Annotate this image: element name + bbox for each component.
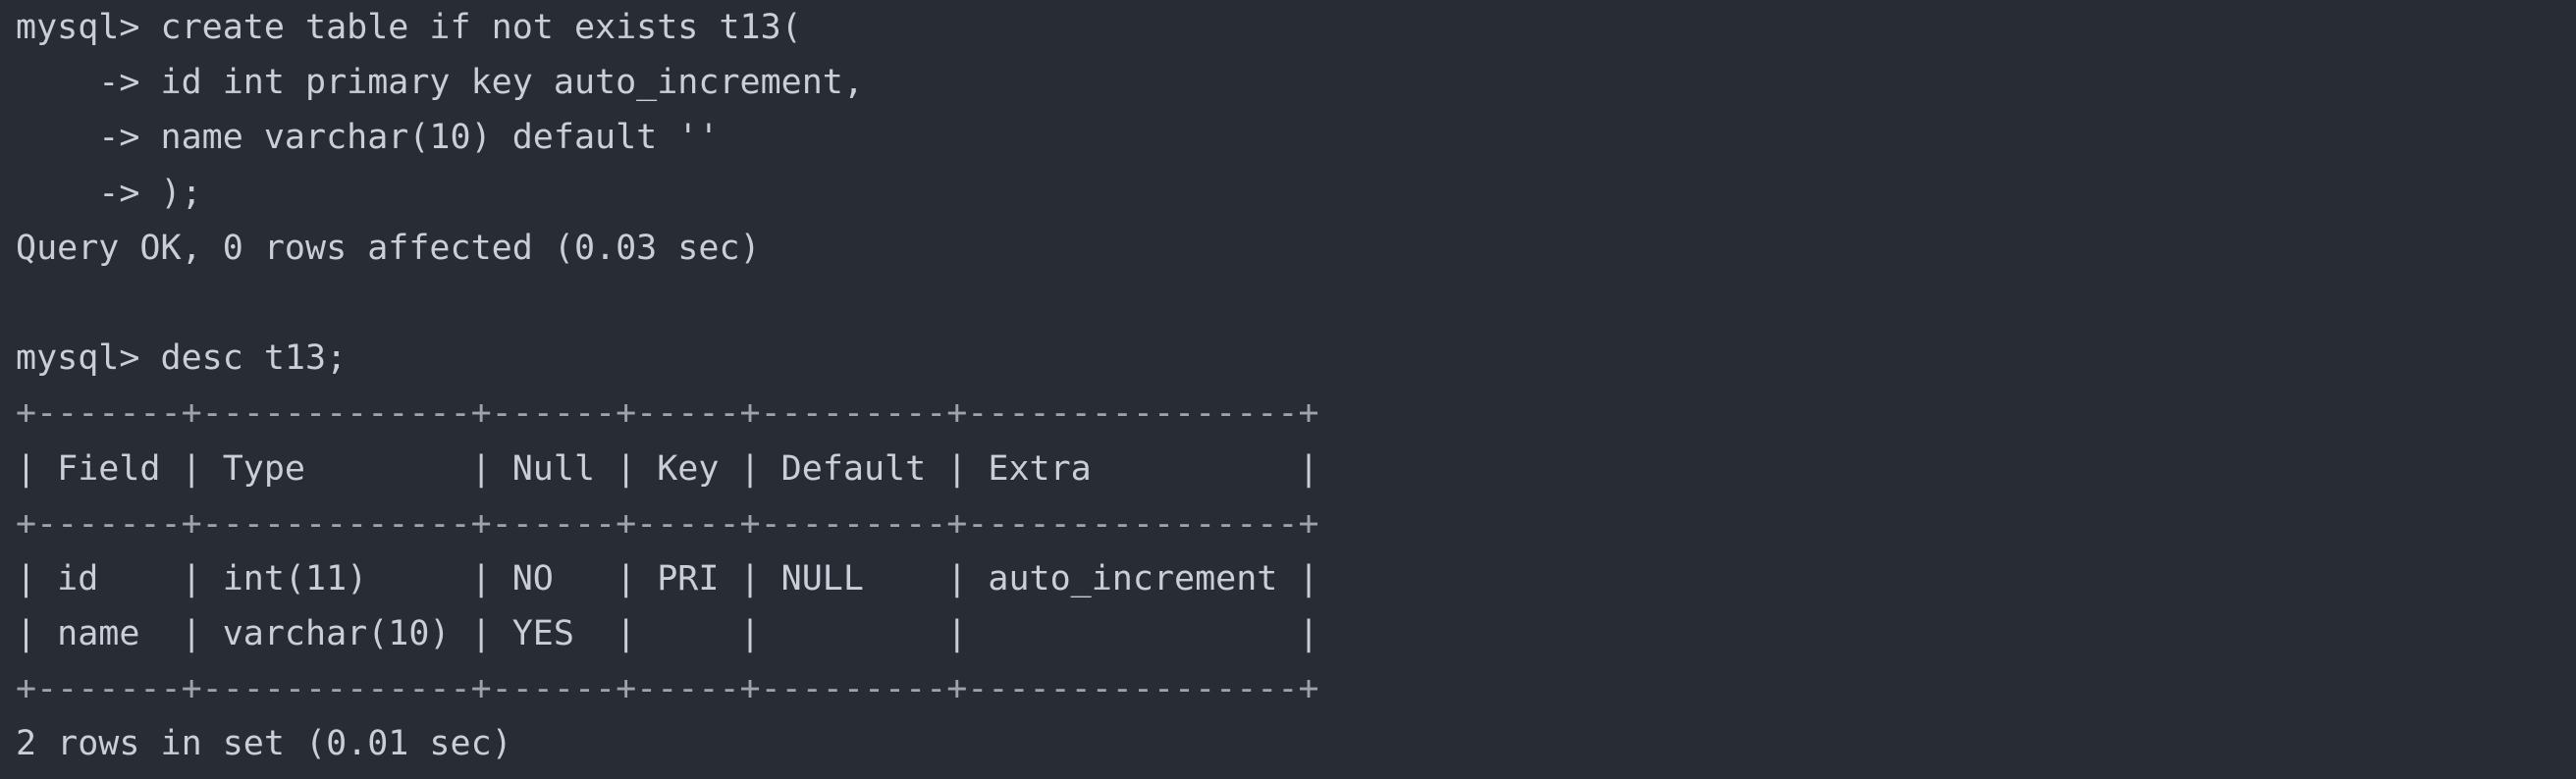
table-border-bottom: +-------+-------------+------+-----+----… xyxy=(16,669,1319,709)
terminal-output: mysql> create table if not exists t13( -… xyxy=(16,0,1319,772)
create-table-result: Query OK, 0 rows affected (0.03 sec) xyxy=(16,228,761,268)
create-table-continuation-2: -> name varchar(10) default '' xyxy=(16,118,720,158)
desc-command: mysql> desc t13; xyxy=(16,338,348,379)
table-row-id: | id | int(11) | NO | PRI | NULL | auto_… xyxy=(16,558,1319,598)
desc-result: 2 rows in set (0.01 sec) xyxy=(16,724,512,764)
table-row-name: | name | varchar(10) | YES | | | | xyxy=(16,614,1319,654)
table-border-top: +-------+-------------+------+-----+----… xyxy=(16,393,1319,434)
create-table-continuation-1: -> id int primary key auto_increment, xyxy=(16,63,864,103)
create-table-continuation-3: -> ); xyxy=(16,173,202,213)
table-border-header: +-------+-------------+------+-----+----… xyxy=(16,503,1319,544)
table-header-row: | Field | Type | Null | Key | Default | … xyxy=(16,448,1319,489)
blank-line xyxy=(16,276,1319,331)
create-table-command: mysql> create table if not exists t13( xyxy=(16,8,802,47)
